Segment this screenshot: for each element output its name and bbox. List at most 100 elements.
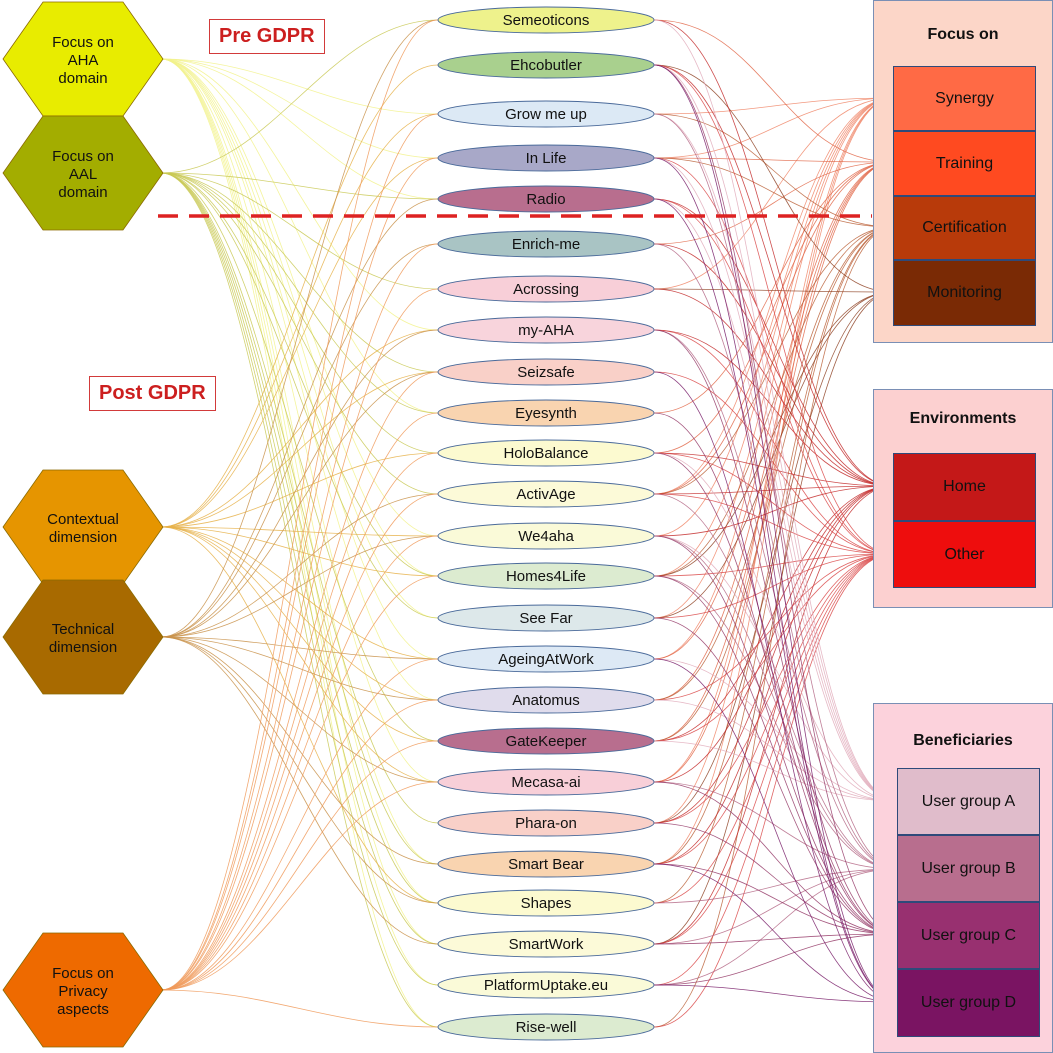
right-connection-line bbox=[653, 157, 894, 228]
project-acrossing[interactable]: Acrossing bbox=[437, 275, 655, 303]
project-label: Eyesynth bbox=[515, 405, 577, 422]
project-seizsafe[interactable]: Seizsafe bbox=[437, 358, 655, 386]
left-connection-line bbox=[160, 172, 439, 742]
left-connection-line bbox=[160, 172, 439, 824]
left-connection-line bbox=[160, 329, 439, 528]
right-connection-line bbox=[653, 371, 894, 555]
focus-item-synergy[interactable]: Synergy bbox=[893, 66, 1036, 131]
project-ageingatwork[interactable]: AgeingAtWork bbox=[437, 645, 655, 673]
project-ellipse bbox=[437, 144, 655, 172]
dimension-hexagon-shape bbox=[2, 115, 164, 231]
project-gatekeeper[interactable]: GateKeeper bbox=[437, 727, 655, 755]
left-connection-line bbox=[160, 58, 439, 414]
dimension-label-line: Privacy bbox=[58, 983, 108, 1000]
project-label: Rise-well bbox=[516, 1019, 577, 1036]
environment-item-label: Home bbox=[943, 478, 986, 495]
project-grow-me-up[interactable]: Grow me up bbox=[437, 100, 655, 128]
project-my-aha[interactable]: my-AHA bbox=[437, 316, 655, 344]
project-shapes[interactable]: Shapes bbox=[437, 889, 655, 917]
right-connection-line bbox=[653, 452, 898, 802]
project-holobalance[interactable]: HoloBalance bbox=[437, 439, 655, 467]
right-connection-line bbox=[653, 575, 898, 870]
focus-panel-title: Focus on bbox=[927, 26, 999, 43]
environments-panel: Environments Home Other bbox=[873, 389, 1053, 608]
left-connection-line bbox=[160, 658, 439, 991]
project-ellipse bbox=[437, 399, 655, 427]
left-connection-line bbox=[160, 58, 439, 701]
right-connection-line bbox=[653, 198, 898, 1003]
project-semeoticons[interactable]: Semeoticons bbox=[437, 6, 655, 34]
project-smartwork[interactable]: SmartWork bbox=[437, 930, 655, 958]
project-activage[interactable]: ActivAge bbox=[437, 480, 655, 508]
project-anatomus[interactable]: Anatomus bbox=[437, 686, 655, 714]
right-connection-line bbox=[653, 553, 894, 619]
right-connection-line bbox=[653, 19, 894, 163]
project-label: Seizsafe bbox=[517, 364, 575, 381]
left-connection-line bbox=[160, 329, 439, 638]
project-ellipse bbox=[437, 275, 655, 303]
project-homes4life[interactable]: Homes4Life bbox=[437, 562, 655, 590]
dimension-label-line: dimension bbox=[49, 529, 117, 546]
right-connection-line bbox=[653, 535, 898, 935]
right-connection-line bbox=[653, 485, 894, 783]
beneficiary-item-user-group-b[interactable]: User group B bbox=[897, 835, 1040, 902]
project-enrich-me[interactable]: Enrich-me bbox=[437, 230, 655, 258]
project-ellipse bbox=[437, 100, 655, 128]
dimension-label-line: aspects bbox=[57, 1001, 109, 1018]
right-connection-line bbox=[653, 553, 894, 701]
left-connection-line bbox=[160, 371, 439, 991]
right-connection-line bbox=[653, 412, 898, 935]
focus-item-certification[interactable]: Certification bbox=[893, 196, 1036, 260]
left-connection-line bbox=[160, 636, 439, 701]
focus-panel: Focus on Synergy Training Certification … bbox=[873, 0, 1053, 343]
project-ellipse bbox=[437, 889, 655, 917]
project-ellipse bbox=[437, 316, 655, 344]
beneficiary-item-user-group-d[interactable]: User group D bbox=[897, 969, 1040, 1037]
focus-item-training[interactable]: Training bbox=[893, 131, 1036, 196]
project-ellipse bbox=[437, 971, 655, 999]
project-ellipse bbox=[437, 604, 655, 632]
right-connection-line bbox=[653, 452, 894, 555]
left-connection-line bbox=[160, 371, 439, 528]
right-connection-line bbox=[653, 291, 894, 945]
project-platformuptake-eu[interactable]: PlatformUptake.eu bbox=[437, 971, 655, 999]
beneficiary-item-label: User group C bbox=[920, 926, 1017, 944]
right-connection-line bbox=[653, 291, 894, 824]
environments-panel-title: Environments bbox=[909, 410, 1017, 427]
left-connection-line bbox=[160, 64, 439, 528]
right-connection-line bbox=[653, 740, 898, 802]
environment-item-home[interactable]: Home bbox=[893, 453, 1036, 521]
left-connection-line bbox=[160, 58, 439, 1028]
right-connection-line bbox=[653, 658, 898, 1003]
left-connection-line bbox=[160, 526, 439, 904]
right-connection-line bbox=[653, 485, 894, 537]
beneficiary-item-user-group-c[interactable]: User group C bbox=[897, 902, 1040, 969]
project-phara-on[interactable]: Phara-on bbox=[437, 809, 655, 837]
focus-item-monitoring[interactable]: Monitoring bbox=[893, 260, 1036, 326]
right-connection-line bbox=[653, 553, 894, 865]
project-in-life[interactable]: In Life bbox=[437, 144, 655, 172]
project-eyesynth[interactable]: Eyesynth bbox=[437, 399, 655, 427]
beneficiary-item-user-group-a[interactable]: User group A bbox=[897, 768, 1040, 835]
project-we4aha[interactable]: We4aha bbox=[437, 522, 655, 550]
left-connection-line bbox=[160, 172, 439, 200]
project-ehcobutler[interactable]: Ehcobutler bbox=[437, 51, 655, 79]
project-rise-well[interactable]: Rise-well bbox=[437, 1013, 655, 1041]
left-connection-line bbox=[160, 526, 439, 701]
project-see-far[interactable]: See Far bbox=[437, 604, 655, 632]
project-radio[interactable]: Radio bbox=[437, 185, 655, 213]
project-ellipse bbox=[437, 439, 655, 467]
dimension-label-line: domain bbox=[58, 184, 107, 201]
project-mecasa-ai[interactable]: Mecasa-ai bbox=[437, 768, 655, 796]
project-smart-bear[interactable]: Smart Bear bbox=[437, 850, 655, 878]
project-label: my-AHA bbox=[518, 322, 574, 339]
environment-item-other[interactable]: Other bbox=[893, 521, 1036, 588]
right-connection-line bbox=[653, 371, 898, 1003]
left-connection-line bbox=[160, 58, 439, 115]
